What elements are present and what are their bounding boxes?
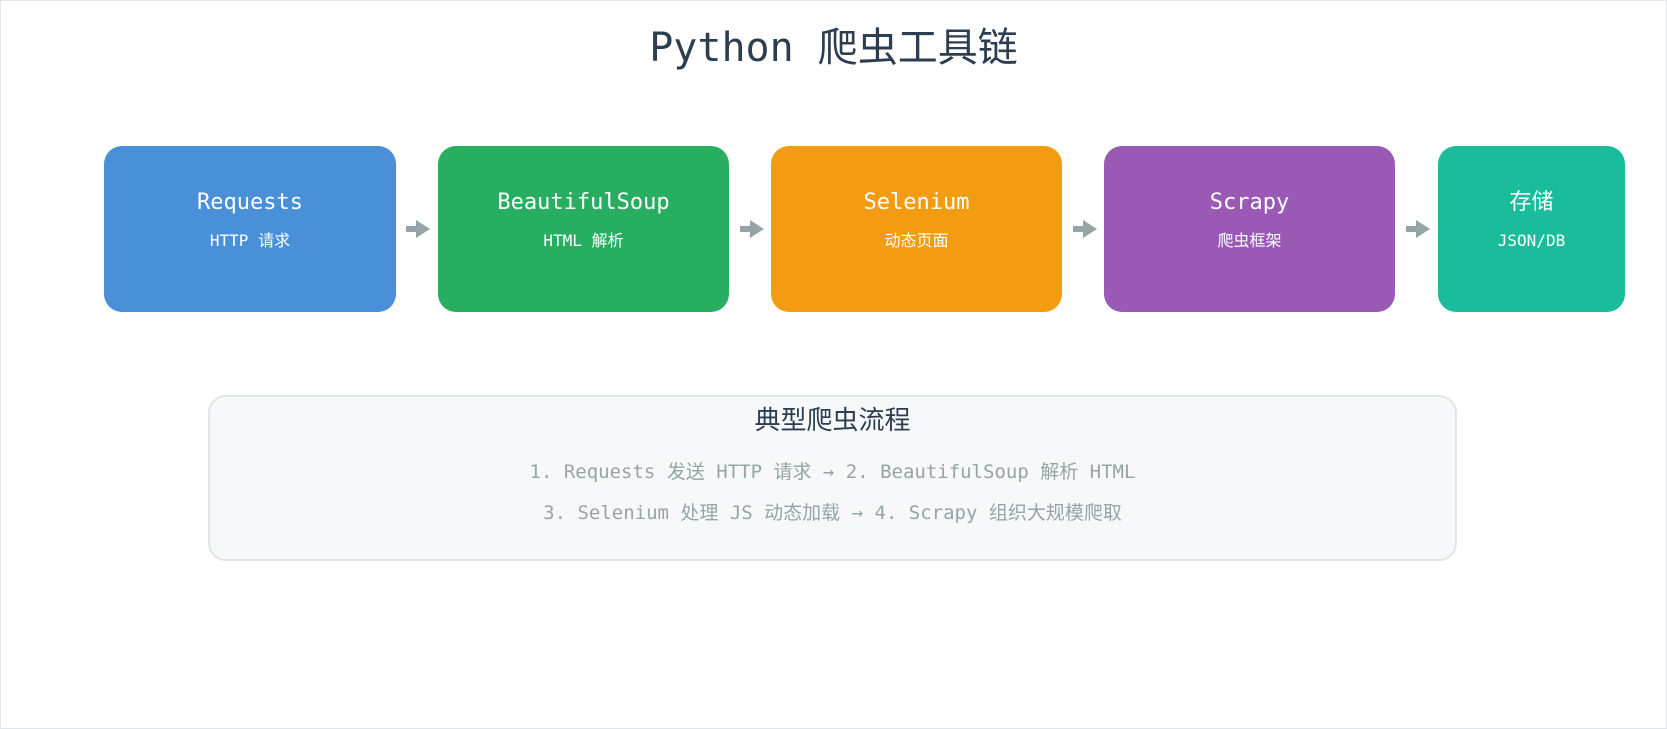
node-requests: Requests HTTP 请求: [104, 146, 396, 312]
arrow-icon: [1406, 220, 1430, 238]
node-description: HTTP 请求: [209, 231, 291, 250]
node-description: 动态页面: [884, 231, 949, 250]
node-beautifulsoup: BeautifulSoup HTML 解析: [438, 146, 729, 312]
diagram-title: Python 爬虫工具链: [649, 25, 1018, 71]
node-name: Selenium: [863, 190, 970, 215]
node-name: BeautifulSoup: [497, 190, 670, 215]
flow-step-line: 1. Requests 发送 HTTP 请求 → 2. BeautifulSou…: [529, 461, 1136, 483]
arrow-icon: [740, 220, 764, 238]
arrow-icon: [406, 220, 430, 238]
node-storage: 存储 JSON/DB: [1438, 146, 1625, 312]
node-name: 存储: [1509, 190, 1554, 215]
node-scrapy: Scrapy 爬虫框架: [1104, 146, 1395, 312]
flow-step-line: 3. Selenium 处理 JS 动态加载 → 4. Scrapy 组织大规模…: [543, 502, 1122, 524]
arrow-icon: [1073, 220, 1097, 238]
node-name: Requests: [197, 190, 303, 215]
node-name: Scrapy: [1209, 190, 1290, 215]
node-description: JSON/DB: [1497, 231, 1566, 250]
node-selenium: Selenium 动态页面: [771, 146, 1062, 312]
node-description: HTML 解析: [543, 231, 624, 250]
flow-title: 典型爬虫流程: [754, 406, 911, 436]
node-description: 爬虫框架: [1217, 231, 1282, 250]
flow-panel: 典型爬虫流程 1. Requests 发送 HTTP 请求 → 2. Beaut…: [208, 395, 1457, 561]
